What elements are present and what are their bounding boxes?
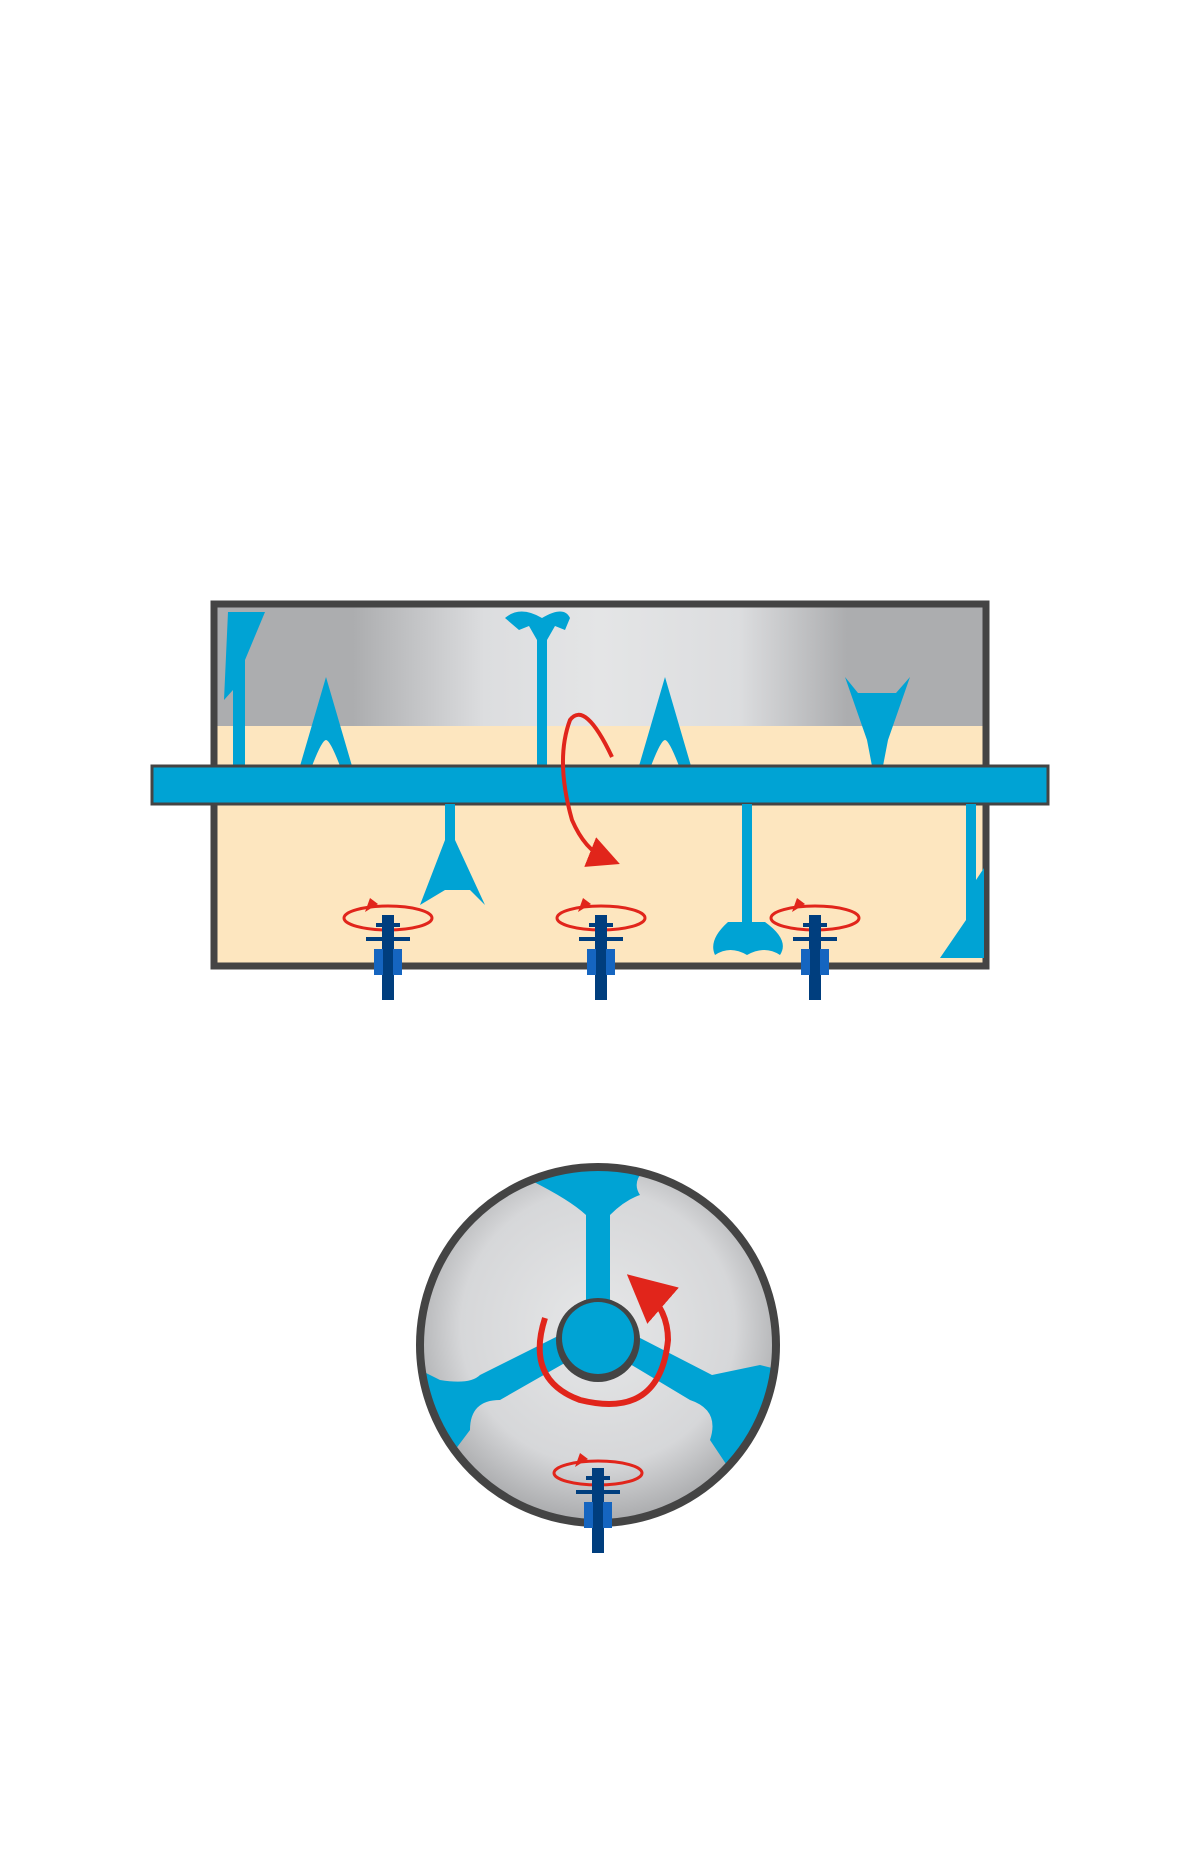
rotation-arrow-icon bbox=[536, 1274, 679, 1407]
chopper-2 bbox=[555, 898, 647, 1000]
plow-blade bbox=[420, 804, 485, 905]
rotation-arrow-icon bbox=[560, 712, 620, 867]
mixer-shaft bbox=[150, 764, 1050, 806]
plow-blade bbox=[224, 612, 265, 770]
lower-tools bbox=[420, 804, 984, 958]
plow-blade bbox=[639, 677, 691, 766]
plow-blade bbox=[713, 922, 783, 955]
cross-section-view bbox=[416, 1163, 780, 1553]
plow-blade bbox=[845, 677, 910, 766]
cross-section-tools bbox=[420, 1167, 776, 1470]
chopper-3 bbox=[769, 898, 861, 1000]
upper-tools bbox=[224, 611, 910, 770]
side-view bbox=[150, 600, 1050, 1000]
plow-blade bbox=[300, 677, 352, 766]
chopper-1 bbox=[342, 898, 434, 1000]
plow-blade bbox=[940, 804, 984, 958]
plow-blade bbox=[505, 611, 570, 640]
shaft-hub bbox=[562, 1302, 634, 1374]
